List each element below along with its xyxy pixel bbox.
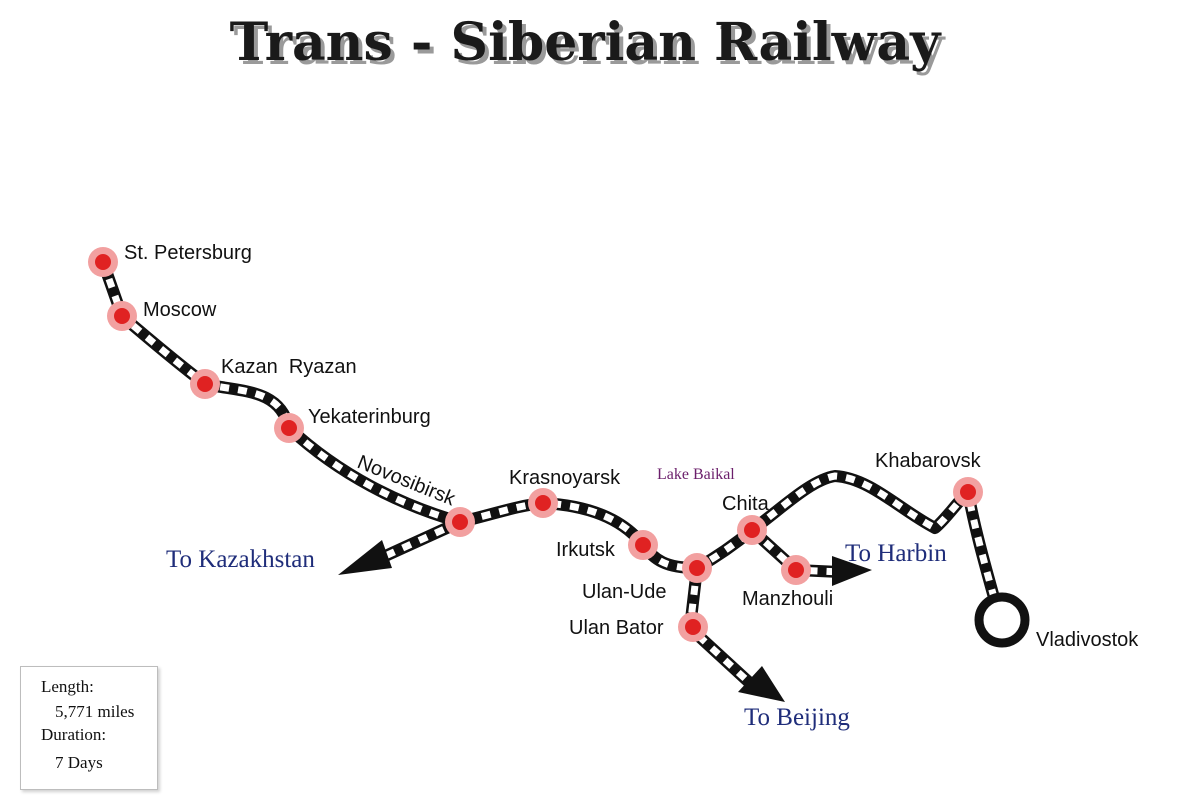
station-manzhouli — [781, 555, 811, 585]
station-st-petersburg — [88, 247, 118, 277]
station-ulan-bator — [678, 612, 708, 642]
station-yekaterinburg — [274, 413, 304, 443]
label-ulan-bator: Ulan Bator — [569, 617, 664, 639]
length-label: Length: — [41, 677, 94, 696]
map-title-shadow: Trans - Siberian Railway — [234, 16, 946, 77]
trip-info-box: Length: 5,771 miles Duration: 7 Days — [20, 666, 158, 790]
label-irkutsk: Irkutsk — [556, 539, 616, 561]
arrow-to-kazakhstan — [338, 540, 392, 575]
station-vladivostok-terminus — [974, 592, 1030, 648]
label-lake-baikal: Lake Baikal — [657, 466, 735, 483]
label-khabarovsk: Khabarovsk — [875, 450, 982, 472]
map-title: Trans - Siberian Railway — [230, 12, 942, 73]
label-st-petersburg: St. Petersburg — [124, 242, 252, 264]
station-kazan — [190, 369, 220, 399]
length-value: 5,771 miles — [55, 702, 135, 721]
station-moscow — [107, 301, 137, 331]
station-markers — [88, 247, 1030, 648]
label-manzhouli: Manzhouli — [742, 588, 833, 610]
duration-value: 7 Days — [55, 753, 103, 772]
duration-label: Duration: — [41, 725, 107, 744]
arrow-to-harbin — [832, 556, 872, 586]
station-ulan-ude — [682, 553, 712, 583]
label-moscow: Moscow — [143, 299, 217, 321]
station-irkutsk — [628, 530, 658, 560]
label-to-beijing: To Beijing — [744, 704, 850, 731]
label-krasnoyarsk: Krasnoyarsk — [509, 467, 621, 489]
label-chita: Chita — [722, 493, 770, 515]
label-ulan-ude: Ulan-Ude — [582, 581, 666, 603]
label-to-kazakhstan: To Kazakhstan — [166, 546, 315, 573]
label-vladivostok: Vladivostok — [1036, 629, 1139, 651]
station-khabarovsk — [953, 477, 983, 507]
label-yekaterinburg: Yekaterinburg — [308, 406, 431, 428]
label-to-harbin: To Harbin — [845, 540, 947, 567]
arrow-to-beijing — [738, 666, 785, 702]
station-novosibirsk — [445, 507, 475, 537]
station-chita — [737, 515, 767, 545]
station-krasnoyarsk — [528, 488, 558, 518]
label-kazan-ryazan: Kazan Ryazan — [221, 356, 357, 378]
